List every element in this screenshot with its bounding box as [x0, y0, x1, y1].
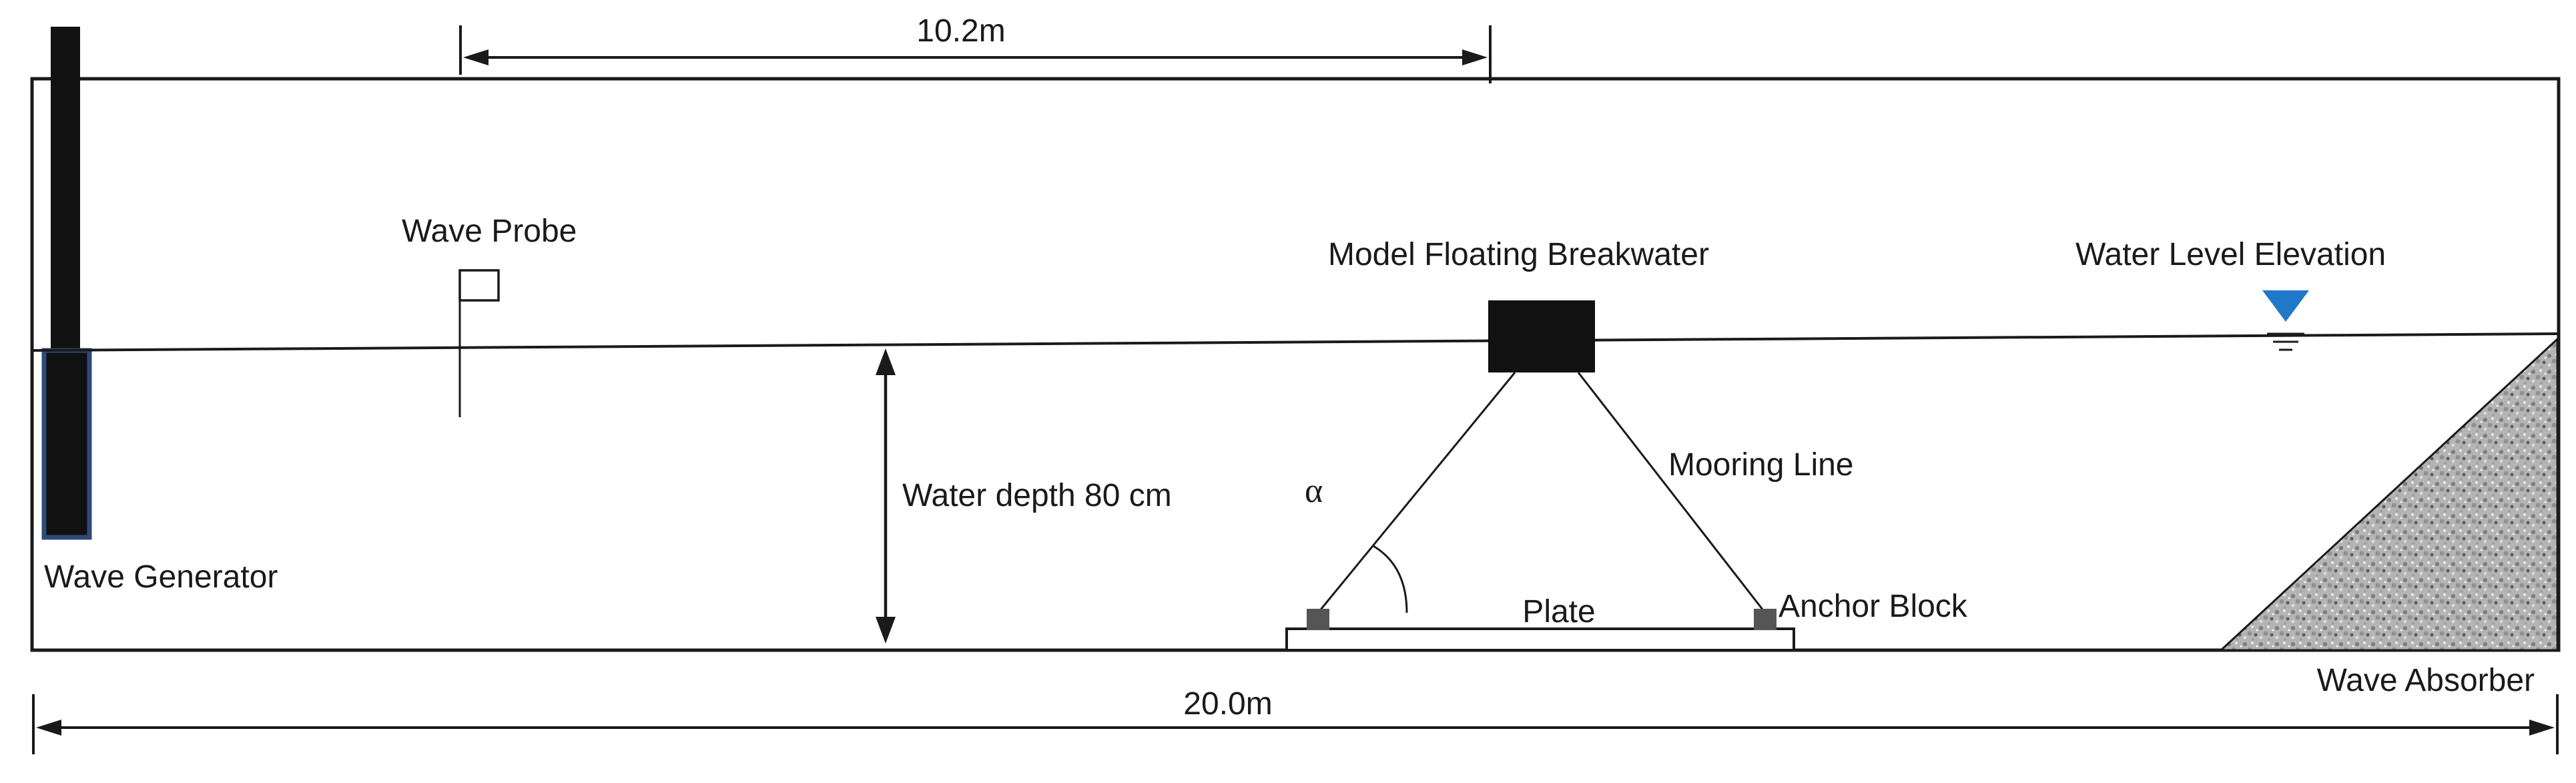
inverted-triangle-icon — [2262, 290, 2309, 322]
anchor-block-label: Anchor Block — [1779, 589, 1968, 624]
water-level-marker — [2262, 290, 2309, 351]
wave-generator-label: Wave Generator — [44, 559, 278, 595]
wave-absorber — [2218, 336, 2559, 651]
flume-outline — [30, 77, 2561, 652]
mooring-line-left — [1317, 372, 1516, 613]
water-surface-line — [31, 332, 2559, 352]
dimension-top-label: 10.2m — [916, 13, 1005, 49]
top-dimension — [459, 25, 1492, 83]
bottom-dimension — [32, 694, 2559, 754]
anchor-block-right — [1754, 609, 1777, 630]
mooring-line-label: Mooring Line — [1668, 447, 1854, 483]
wave-probe — [458, 269, 500, 417]
wave-absorber-label: Wave Absorber — [2317, 663, 2535, 698]
dimension-bottom-label: 20.0m — [1183, 686, 1272, 722]
anchor-block-left — [1307, 609, 1329, 630]
wave-generator-outline — [41, 348, 92, 540]
angle-arc — [1373, 545, 1408, 613]
angle-alpha-label: α — [1305, 472, 1323, 510]
floating-breakwater-label: Model Floating Breakwater — [1328, 237, 1709, 272]
water-depth-label: Water depth 80 cm — [902, 478, 1172, 513]
water-depth-arrow — [876, 348, 896, 643]
water-level-label: Water Level Elevation — [2075, 237, 2386, 272]
wave-probe-label: Wave Probe — [402, 214, 577, 249]
floating-breakwater-block — [1488, 300, 1595, 372]
plate-label: Plate — [1522, 594, 1595, 629]
mooring-line-right — [1577, 372, 1766, 613]
plate — [1285, 627, 1795, 651]
